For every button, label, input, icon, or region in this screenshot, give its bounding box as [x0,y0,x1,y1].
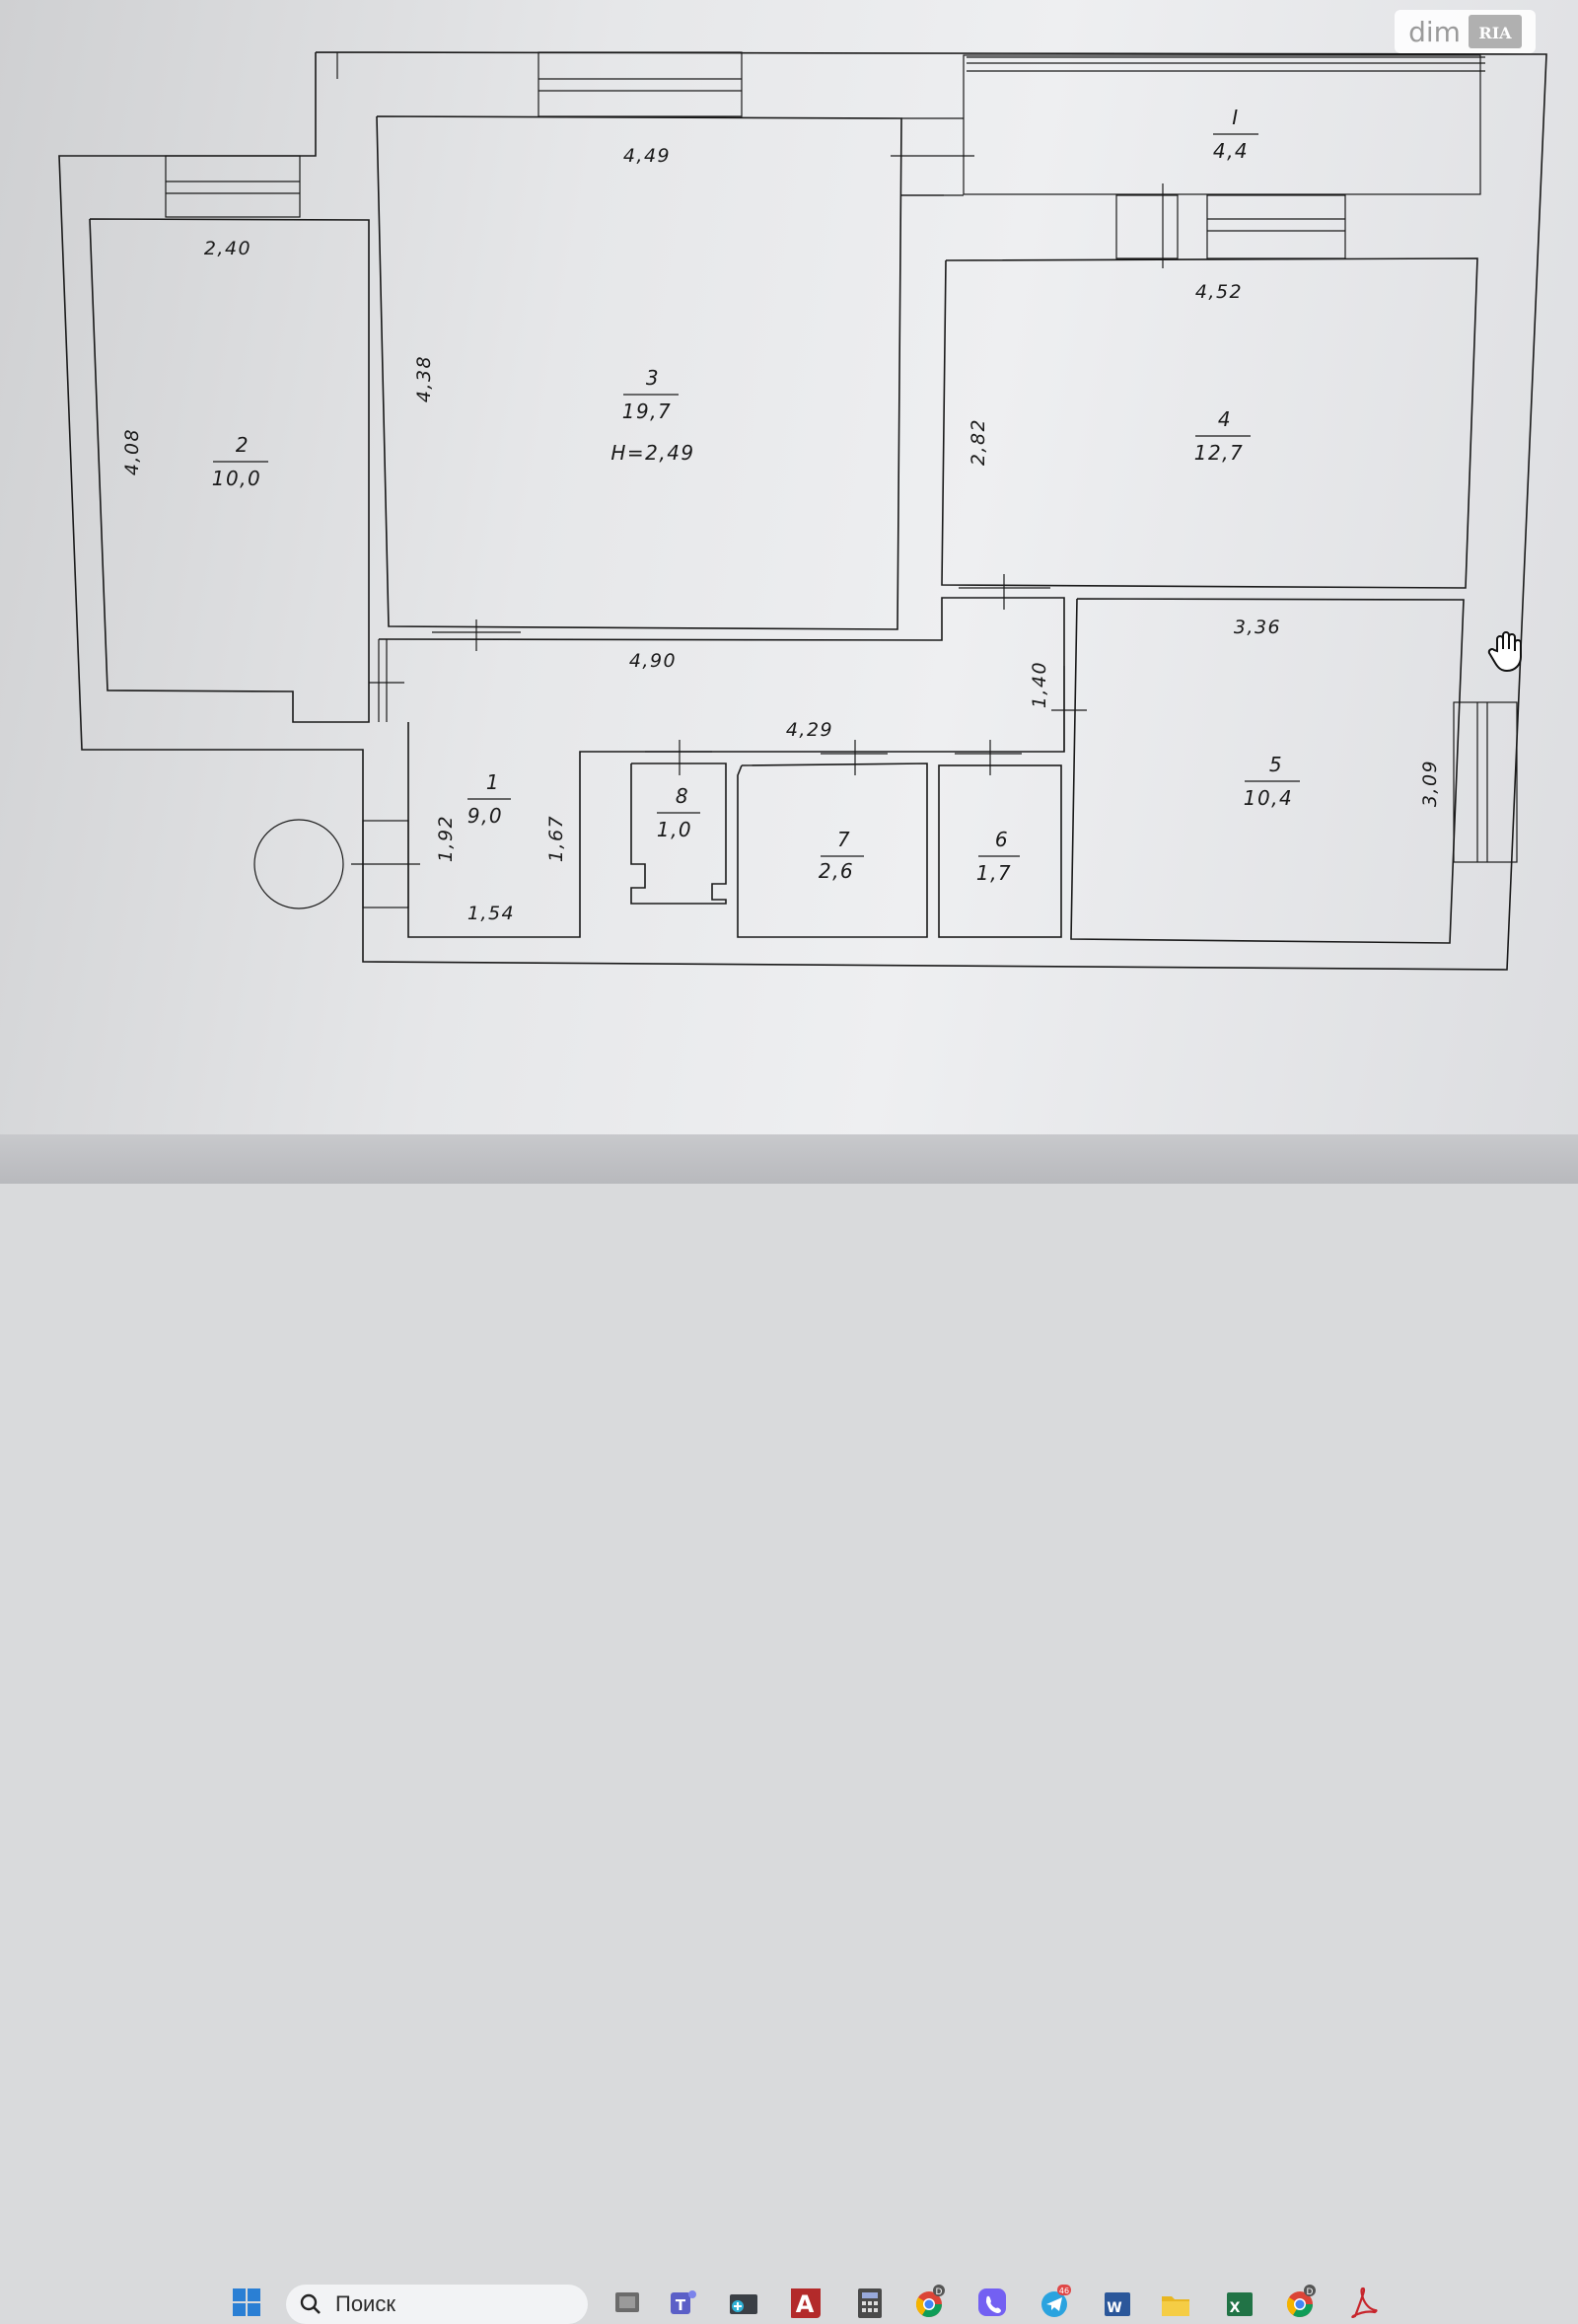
dim-r4-top: 4,52 [1195,281,1243,303]
telegram-icon[interactable]: 46 [1040,2285,1071,2318]
dim-corridor: 4,90 [629,650,677,672]
room7-outline [737,740,928,938]
remote-desktop-icon[interactable] [728,2285,759,2318]
room-number: 8 [676,784,689,808]
stairwell-circle [253,819,420,909]
room4-outline [941,183,1478,589]
room-number: 7 [837,828,851,851]
ceiling-height: H=2,49 [610,441,694,465]
room-number: 3 [646,366,660,390]
dim-door-height: 1,40 [1029,661,1050,708]
search-icon [300,2293,321,2314]
label-room8: 8 1,0 [657,784,700,841]
autocad-icon[interactable]: A [789,2285,821,2318]
room-number: 2 [236,433,250,457]
corridor-outline [378,574,1087,938]
excel-icon[interactable]: X [1223,2285,1255,2318]
chrome-badge: D [936,2288,943,2297]
label-room1: 1 9,0 [467,770,511,828]
hand-cursor-icon [1487,631,1522,673]
room-area: 12,7 [1194,441,1245,465]
autocad-letter: A [796,2290,815,2318]
room-number: 5 [1269,753,1283,776]
room-area: 1,7 [976,861,1012,885]
word-icon[interactable]: W [1101,2285,1132,2318]
label-room3: 3 19,7 H=2,49 [610,366,694,465]
dim-r4-side: 2,82 [968,418,989,466]
dim-r2-side: 4,08 [121,428,143,475]
label-balcony: I 4,4 [1213,106,1258,163]
dim-r5-side: 3,09 [1419,760,1441,807]
label-room6: 6 1,7 [976,828,1020,885]
room3-outline [376,115,974,630]
room-number: 6 [995,828,1009,851]
window-top-room3 [538,51,743,117]
floor-plan: I 4,4 2 10,0 3 19,7 H=2,49 4 12,7 1 9,0 … [58,51,1547,971]
search-placeholder: Поиск [335,2291,395,2316]
dim-r5-top: 3,36 [1234,617,1281,638]
screen-area: I 4,4 2 10,0 3 19,7 H=2,49 4 12,7 1 9,0 … [0,0,1578,1134]
dim-hall-bottom: 1,54 [467,903,515,924]
logo-text: RIA [1478,24,1512,42]
windows-start-icon[interactable] [231,2285,262,2318]
dim-hall-left: 1,92 [435,815,457,862]
room-number: 4 [1218,407,1232,431]
room6-outline [938,740,1062,938]
label-room2: 2 10,0 [212,433,268,490]
dim-hall-right: 1,67 [545,815,567,862]
dim-r3-side: 4,38 [413,355,435,402]
ria-logo-icon: RIA [1468,15,1522,48]
window-top-room2 [165,155,301,218]
room8-outline [630,740,727,905]
chrome-profile-icon[interactable]: D [1284,2285,1316,2318]
calculator-icon[interactable] [854,2285,886,2318]
room-area: 1,0 [657,818,692,841]
teams-icon[interactable]: T [667,2285,698,2318]
label-room7: 7 2,6 [819,828,864,883]
taskbar-search-box[interactable]: Поиск [286,2285,588,2324]
chrome-icon[interactable]: D [913,2285,945,2318]
room-area: 4,4 [1213,139,1249,163]
dimria-watermark: dim RIA [1395,10,1536,53]
label-room5: 5 10,4 [1244,753,1300,810]
chrome2-badge: D [1307,2288,1314,2297]
file-explorer-icon[interactable] [1160,2285,1191,2318]
dim-r3-top: 4,49 [623,145,671,167]
dim-corridor2: 4,29 [786,719,833,741]
watermark-text: dim [1408,15,1461,48]
room-area: 9,0 [467,804,503,828]
outer-walls [58,51,1547,971]
task-view-icon[interactable] [611,2285,643,2318]
excel-letter: X [1230,2300,1241,2316]
taskbar: Поиск T A D 46 [0,1134,1578,2324]
room2-outline [89,218,404,723]
telegram-badge: 46 [1059,2287,1069,2295]
room5-outline [1070,598,1518,944]
room-area: 10,4 [1244,786,1294,810]
room-number: I [1232,106,1239,129]
dim-r2-top: 2,40 [204,238,251,259]
acrobat-icon[interactable] [1347,2285,1379,2318]
viber-icon[interactable] [976,2285,1008,2318]
teams-letter: T [676,2296,686,2314]
label-room4: 4 12,7 [1194,407,1251,465]
balcony-area [963,54,1485,195]
room-area: 10,0 [212,467,262,490]
room-number: 1 [486,770,500,794]
room-area: 19,7 [622,399,673,423]
word-letter: W [1107,2300,1121,2316]
room-area: 2,6 [819,859,854,883]
